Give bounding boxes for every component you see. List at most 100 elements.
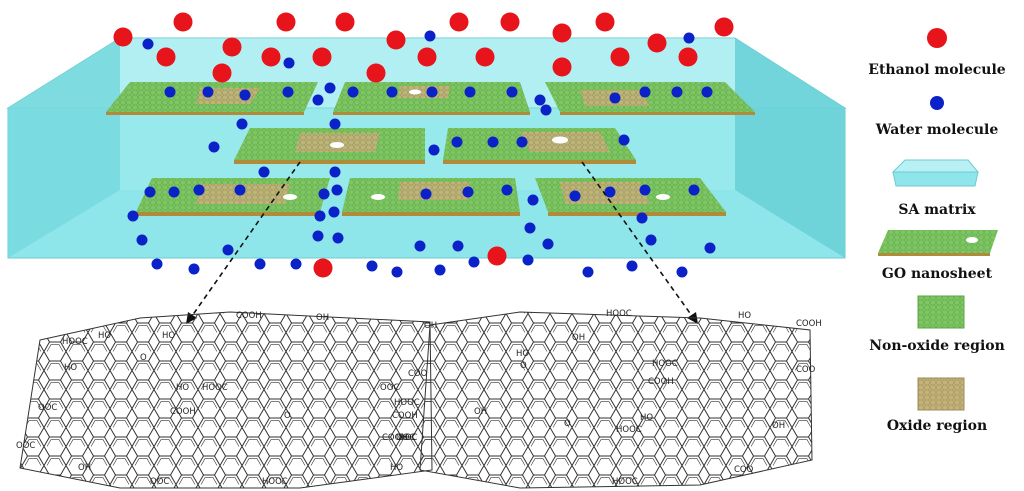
water-molecule [672, 87, 683, 98]
ethanol-molecule [553, 24, 572, 43]
ethanol-molecule [553, 58, 572, 77]
functional-group-label: OH [772, 421, 785, 431]
functional-group-label: HO [176, 383, 189, 393]
water-molecule [325, 83, 336, 94]
water-molecule [502, 185, 513, 196]
go-structure-right: HOOCOHHOCOOHOHOOCCOOHHOOCOHCOOOHOOCHOOHO… [390, 309, 822, 488]
legend-matrix-label: SA matrix [850, 202, 1024, 218]
functional-group-label: COOH [170, 407, 196, 417]
ethanol-molecule [114, 28, 133, 47]
water-molecule [435, 265, 446, 276]
go-nanosheet [443, 128, 636, 164]
water-molecule [705, 243, 716, 254]
water-molecule [209, 142, 220, 153]
water-molecule [348, 87, 359, 98]
ethanol-molecule [476, 48, 495, 67]
ethanol-molecule [611, 48, 630, 67]
ethanol-molecule [387, 31, 406, 50]
water-molecule [330, 119, 341, 130]
water-molecule [333, 233, 344, 244]
functional-group-label: COO [796, 365, 816, 375]
ethanol-molecule [367, 64, 386, 83]
functional-group-label: HOOC [394, 398, 420, 408]
water-molecule [677, 267, 688, 278]
ethanol-molecule [277, 13, 296, 32]
water-molecule [387, 87, 398, 98]
ethanol-molecule [157, 48, 176, 67]
ethanol-molecule [596, 13, 615, 32]
ethanol-molecule [336, 13, 355, 32]
water-molecule [128, 211, 139, 222]
water-molecule [330, 167, 341, 178]
water-molecule [640, 87, 651, 98]
functional-group-label: HO [64, 363, 77, 373]
ethanol-molecule [679, 48, 698, 67]
water-molecule [392, 267, 403, 278]
go-nanosheet [545, 82, 755, 115]
water-molecule [427, 87, 438, 98]
water-molecule [189, 264, 200, 275]
water-molecule [313, 95, 324, 106]
water-molecule [429, 145, 440, 156]
ethanol-molecule [648, 34, 667, 53]
functional-group-label: HO [516, 349, 529, 359]
functional-group-label: O [520, 361, 527, 371]
water-molecule [689, 185, 700, 196]
water-molecule [702, 87, 713, 98]
legend-ethanol-label: Ethanol molecule [850, 62, 1024, 78]
ethanol-molecule [488, 247, 507, 266]
water-molecule [143, 39, 154, 50]
ethanol-molecule [501, 13, 520, 32]
legend-oxide-label: Oxide region [850, 418, 1024, 434]
water-molecule [610, 93, 621, 104]
water-molecule [605, 187, 616, 198]
water-molecule [646, 235, 657, 246]
water-molecule [367, 261, 378, 272]
water-molecule [684, 33, 695, 44]
functional-group-label: HOOC [606, 309, 632, 319]
water-molecule [453, 241, 464, 252]
water-molecule [507, 87, 518, 98]
ethanol-molecule [262, 48, 281, 67]
go-nanosheet [234, 128, 425, 164]
go-structure-left: HOOCHOOCOOHOHOHHOHOOCHOCOOHOOCCOOHOCOOHC… [16, 311, 437, 488]
functional-group-label: HOOC [202, 383, 228, 393]
sa-matrix-box [8, 38, 845, 258]
ethanol-molecule [223, 38, 242, 57]
functional-group-label: HO [390, 463, 403, 473]
water-molecule [452, 137, 463, 148]
water-molecule [425, 31, 436, 42]
ethanol-molecule [715, 18, 734, 37]
water-molecule [415, 241, 426, 252]
water-molecule [319, 189, 330, 200]
water-molecule [640, 185, 651, 196]
functional-group-label: OOC [396, 433, 415, 443]
water-molecule [223, 245, 234, 256]
functional-group-label: HO [738, 311, 751, 321]
functional-group-label: OOC [150, 477, 169, 487]
water-molecule [237, 119, 248, 130]
functional-group-label: COOH [648, 377, 674, 387]
functional-group-label: HOOC [612, 477, 638, 487]
functional-group-label: HO [162, 331, 175, 341]
water-molecule [637, 213, 648, 224]
functional-group-label: OH [78, 463, 91, 473]
water-molecule [535, 95, 546, 106]
functional-group-label: OOC [16, 441, 35, 451]
functional-group-label: HOOC [62, 337, 88, 347]
water-molecule [235, 185, 246, 196]
water-molecule [313, 231, 324, 242]
water-molecule [137, 235, 148, 246]
functional-group-label: HO [640, 413, 653, 423]
functional-group-label: COOH [392, 411, 418, 421]
water-molecule [583, 267, 594, 278]
functional-group-label: COO [408, 369, 428, 379]
water-molecule [517, 137, 528, 148]
water-molecule [421, 189, 432, 200]
water-molecule [465, 87, 476, 98]
water-molecule [525, 223, 536, 234]
ethanol-molecule [213, 64, 232, 83]
functional-group-label: COOH [796, 319, 822, 329]
functional-group-label: O [564, 419, 571, 429]
water-molecule [291, 259, 302, 270]
